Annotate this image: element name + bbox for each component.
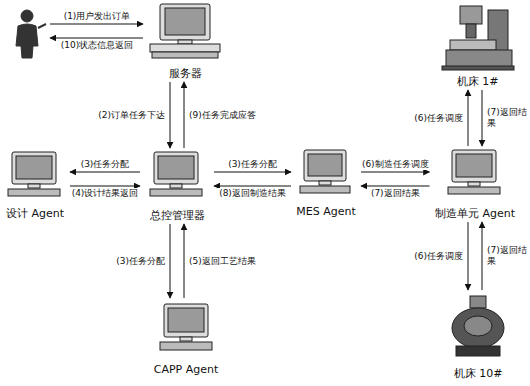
flow-arrow bbox=[214, 172, 291, 173]
flow-arrow bbox=[468, 222, 469, 290]
node-label: 服务器 bbox=[169, 67, 202, 80]
step-label: (3)任务分配 bbox=[80, 159, 131, 170]
manager-computer bbox=[150, 152, 202, 196]
agent-node: 总控管理器 bbox=[142, 150, 212, 222]
step-label: (7)返回结果 bbox=[486, 245, 528, 267]
step-label: (7)返回结果 bbox=[370, 188, 421, 199]
node-label: CAPP Agent bbox=[154, 363, 219, 376]
node-label: 机床 1# bbox=[457, 75, 499, 88]
flow-arrow bbox=[361, 172, 430, 173]
status-return-arrow bbox=[50, 38, 143, 39]
node-label: 总控管理器 bbox=[150, 209, 205, 222]
flow-arrow bbox=[468, 90, 469, 146]
step-label: (6)任务调度 bbox=[413, 113, 464, 124]
flow-arrow bbox=[70, 186, 140, 187]
step-label: (4)设计结果返回 bbox=[71, 188, 140, 199]
unit-computer bbox=[448, 150, 500, 194]
flow-arrow bbox=[214, 186, 291, 187]
lathe-machine bbox=[452, 296, 504, 356]
agent-node: 机床 10# bbox=[440, 292, 516, 380]
server-computer bbox=[150, 4, 220, 58]
step-label: (8)返回制造结果 bbox=[218, 188, 287, 199]
step-label: (3)任务分配 bbox=[115, 256, 166, 267]
flow-arrow bbox=[70, 172, 140, 173]
user-order-arrow bbox=[50, 24, 143, 25]
flow-arrow bbox=[170, 224, 171, 298]
step-label: (2)订单任务下达 bbox=[97, 110, 166, 121]
user-figure bbox=[16, 10, 46, 58]
user-step-label: (1)用户发出订单 bbox=[63, 11, 132, 22]
node-label: 制造单元 Agent bbox=[435, 207, 515, 220]
node-label: MES Agent bbox=[296, 205, 355, 218]
flow-arrow bbox=[170, 82, 171, 148]
flow-arrow bbox=[482, 222, 483, 290]
node-label: 设计 Agent bbox=[6, 207, 64, 220]
agent-node: 设计 Agent bbox=[2, 150, 68, 220]
step-label: (7)返回结果 bbox=[486, 107, 528, 129]
step-label: (5)返回工艺结果 bbox=[188, 256, 257, 267]
design-computer bbox=[8, 152, 60, 196]
agent-node: 制造单元 Agent bbox=[432, 148, 519, 220]
flow-arrow bbox=[184, 82, 185, 148]
step-label: (9)任务完成应答 bbox=[188, 110, 257, 121]
milling-machine bbox=[442, 6, 514, 70]
step-label: (6)制造任务调度 bbox=[361, 159, 430, 170]
user-step-label: (10)状态信息返回 bbox=[60, 40, 134, 51]
step-label: (6)任务调度 bbox=[413, 251, 464, 262]
node-label: 机床 10# bbox=[454, 367, 503, 380]
flow-arrow bbox=[482, 90, 483, 146]
capp-computer bbox=[160, 304, 212, 350]
agent-node: 机床 1# bbox=[435, 2, 520, 88]
flow-arrow bbox=[184, 224, 185, 298]
step-label: (3)任务分配 bbox=[227, 159, 278, 170]
flow-arrow bbox=[361, 186, 430, 187]
agent-node: MES Agent bbox=[293, 148, 359, 218]
agent-node: CAPP Agent bbox=[150, 300, 222, 376]
agent-node: 服务器 bbox=[145, 2, 225, 80]
mes-computer bbox=[300, 150, 350, 193]
